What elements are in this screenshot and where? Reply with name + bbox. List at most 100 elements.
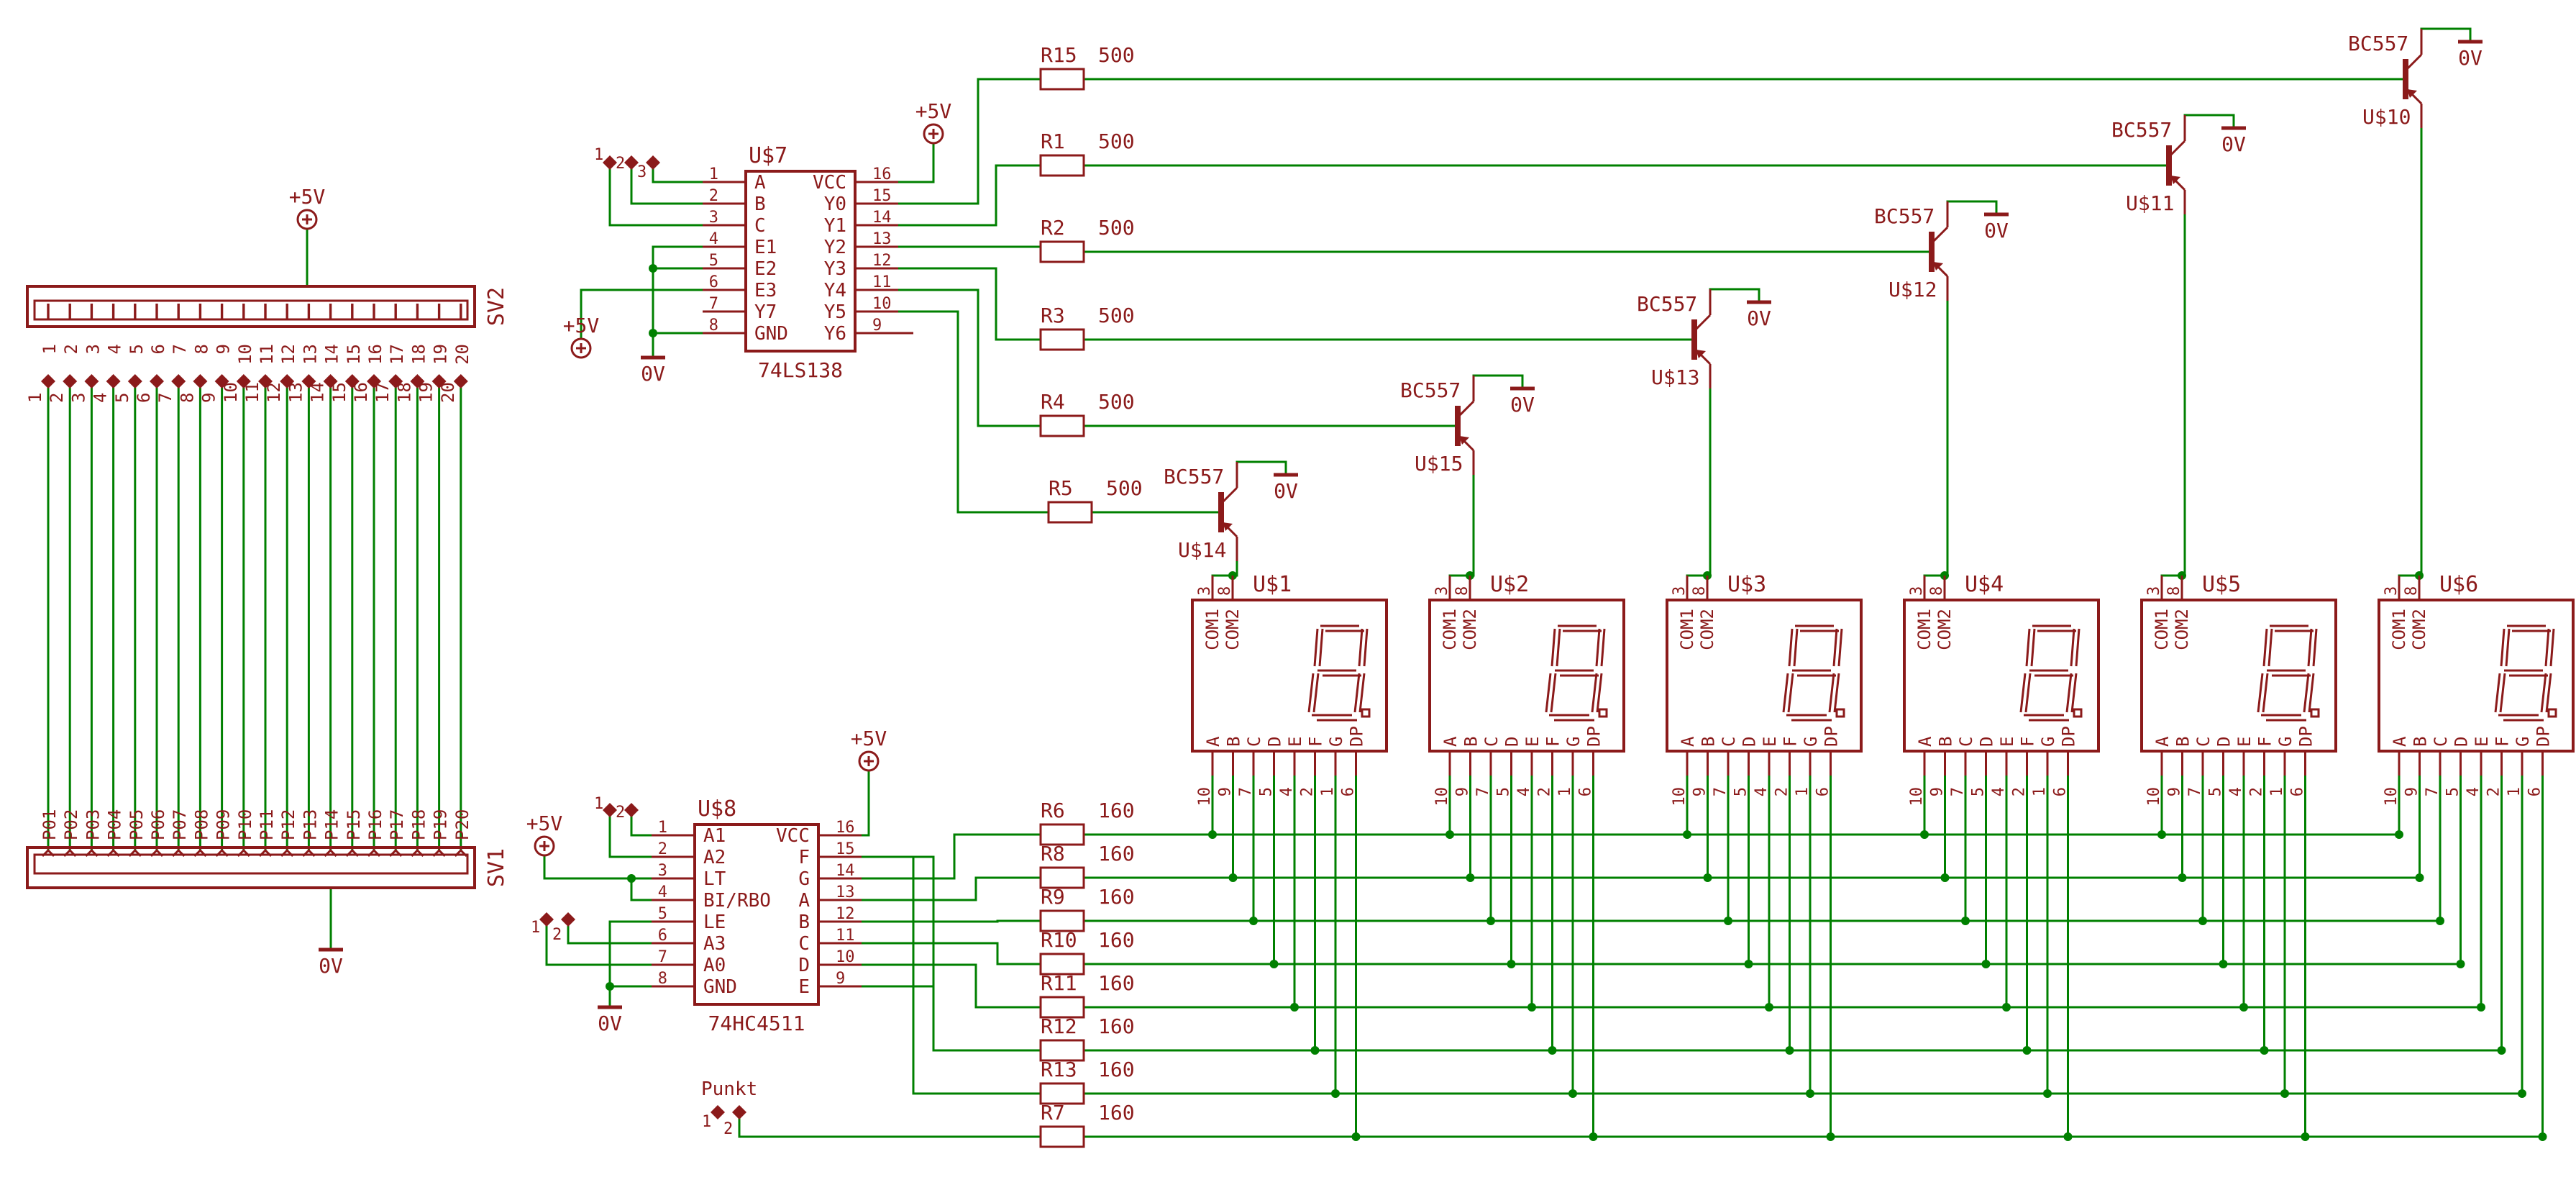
jumper-pad [344,374,360,388]
display-3-segment-label: D [1740,737,1760,747]
resistor-value: 500 [1098,129,1135,153]
resistor-ref: R5 [1049,476,1073,500]
display-6-bottom-pin-number: 10 [2383,787,2401,806]
display-2-segment [1550,628,1556,667]
u8-jumper-a-number: 2 [616,804,625,822]
display-5-bottom-pin-number: 2 [2248,787,2266,796]
resistor-value: 160 [1098,971,1135,995]
sv1-pin-chevron [411,848,424,858]
display-1-bottom-pin-number: 2 [1299,787,1317,796]
jumper-pin-number: 16 [351,382,371,403]
display-1-segment-label: C [1244,737,1264,747]
display-6-segment-label: E [2472,737,2492,747]
wire-u8-vcc [860,769,870,837]
junction-dot [1269,960,1279,968]
display-4-segment [2025,628,2031,667]
display-1-bottom-pin-number: 10 [1196,787,1214,806]
junction-dot [1568,1089,1577,1098]
display-2-segment [1550,673,1557,713]
display-1-top-pin-number: 3 [1196,586,1214,596]
jumper-pin-number: 19 [416,382,437,403]
ic-u8-pin-name: C [798,933,810,955]
display-4-com-label: COM1 [1914,609,1935,650]
display-2-segment-label: A [1440,736,1461,747]
sv2-connector-inner [33,299,469,321]
display-5-segment [2308,673,2315,713]
wires-layer [47,27,2547,1141]
sv2-pin-number: 18 [408,344,429,365]
ic-u8-pin-name: A0 [703,955,726,976]
display-1-segment [1358,628,1364,667]
display-4-common-wire [1943,299,1949,577]
sv1-pin-chevron [41,848,55,858]
sv2-pin-number: 13 [300,344,320,365]
u8-jumper-b-number: 2 [552,926,562,944]
sv1-pin-label: P18 [408,809,429,840]
display-2-body [1428,599,1625,753]
jumper-pad [431,374,447,388]
display-2-bottom-pin-number: 6 [1577,787,1595,796]
wire-decoder-segment [860,833,1042,880]
display-3-segment [1833,673,1840,713]
resistor-ref: R9 [1041,885,1065,909]
display-5-segment-label: F [2255,737,2275,747]
junction-dot [1208,830,1217,839]
display-6-segment [2505,628,2511,667]
transistor-arrow [2407,89,2417,98]
display-1-segment-label: D [1265,737,1285,747]
wire-decoder-segment [860,919,1042,923]
display-3-segment-label: DP [1822,726,1842,747]
wire-u7-e1 [652,245,704,356]
sv1-pin-chevron [324,848,337,858]
resistor-bottom [1039,1082,1085,1105]
display-6-ref: U$6 [2439,572,2478,597]
sv2-pin-number: 12 [278,344,298,365]
display-4-segment-label: DP [2059,726,2079,747]
transistor-emitter [1693,314,1712,332]
transistor-ground-wire [1709,288,1760,304]
sv2-pin-number: 15 [344,344,364,365]
display-4-segment-label: B [1936,737,1956,747]
display-2-bottom-pin-number: 9 [1454,787,1472,796]
resistor-bottom [1039,996,1085,1019]
junction-dot [1589,1132,1598,1141]
display-5-com-label: COM2 [2172,609,2192,650]
display-6-segment [2549,628,2555,667]
sv1-pin-label: P17 [387,809,407,840]
junction-dot [1351,1132,1361,1141]
resistor-ref: R6 [1041,799,1065,822]
resistor-top [1039,154,1085,177]
sv2-pin-number: 19 [431,344,451,365]
ic-u7-pin-number: 4 [709,230,718,248]
display-1-bottom-pin-number: 5 [1258,787,1276,796]
sv2-pin-number: 3 [83,344,103,354]
sv2-pin-number: 17 [387,344,407,365]
junction-dot [1920,830,1929,839]
ic-u8-ref: U$8 [698,796,736,822]
display-2-segment [1556,628,1561,667]
resistor-value: 500 [1098,43,1135,67]
display-5-segment [2267,628,2273,667]
junction-dot [1527,1003,1536,1012]
resistor-value: 500 [1098,216,1135,240]
sv1-pin-label: P11 [257,809,277,840]
ic-u8-pin-name: BI/RBO [703,890,771,912]
junction-dot [2063,1132,2073,1141]
jumper-pad [280,374,295,388]
display-6-top-pin-number: 8 [2403,586,2421,596]
display-2-segment [1545,673,1552,713]
ic-u7-pin-name: Y3 [824,258,846,280]
sv1-ref: SV1 [484,848,509,887]
wire-decoder-segment [860,855,1042,1095]
display-3-bottom-pin-number: 9 [1691,787,1709,796]
display-3-com-label: COM2 [1697,609,1717,650]
sv1-pin-chevron [106,848,120,858]
ic-u7-pin-name: E2 [754,258,777,280]
sv2-pin-number: 10 [235,344,255,365]
display-6-segment-label: F [2493,737,2513,747]
resistor-value: 160 [1098,842,1135,865]
resistor-ref: R13 [1041,1058,1077,1081]
jumper-pin-number: 3 [68,393,88,403]
ic-u7-pin-number: 13 [872,230,892,248]
